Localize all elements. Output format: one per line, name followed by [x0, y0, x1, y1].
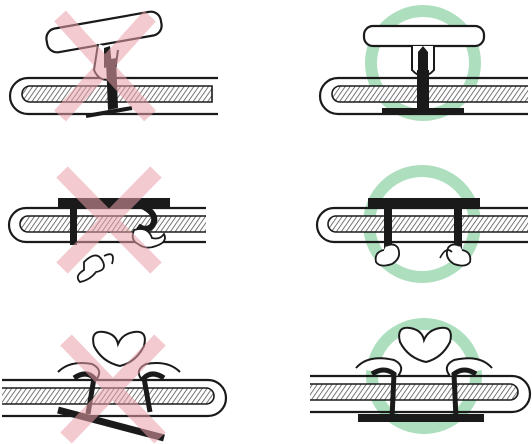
incorrect-cross-mark [56, 166, 162, 274]
row2-incorrect-panel [7, 166, 206, 283]
incorrect-cross-mark [60, 334, 166, 444]
fabric-fold [310, 374, 532, 414]
row2-correct-panel [315, 165, 528, 283]
straight-button [362, 24, 486, 77]
fabric-fold [315, 206, 528, 244]
straight-post [382, 70, 464, 113]
row1-incorrect-panel [8, 10, 218, 122]
fabric-fold [318, 76, 528, 116]
row1-correct-panel [318, 5, 528, 121]
loose-prong-left [76, 253, 114, 283]
row3-correct-panel [310, 318, 532, 434]
incorrect-cross-mark [54, 10, 156, 122]
crown-top [355, 326, 493, 419]
bent-prongs [374, 243, 472, 267]
prong-plate [368, 198, 480, 251]
straight-base [358, 414, 484, 422]
row3-incorrect-panel [2, 330, 228, 444]
